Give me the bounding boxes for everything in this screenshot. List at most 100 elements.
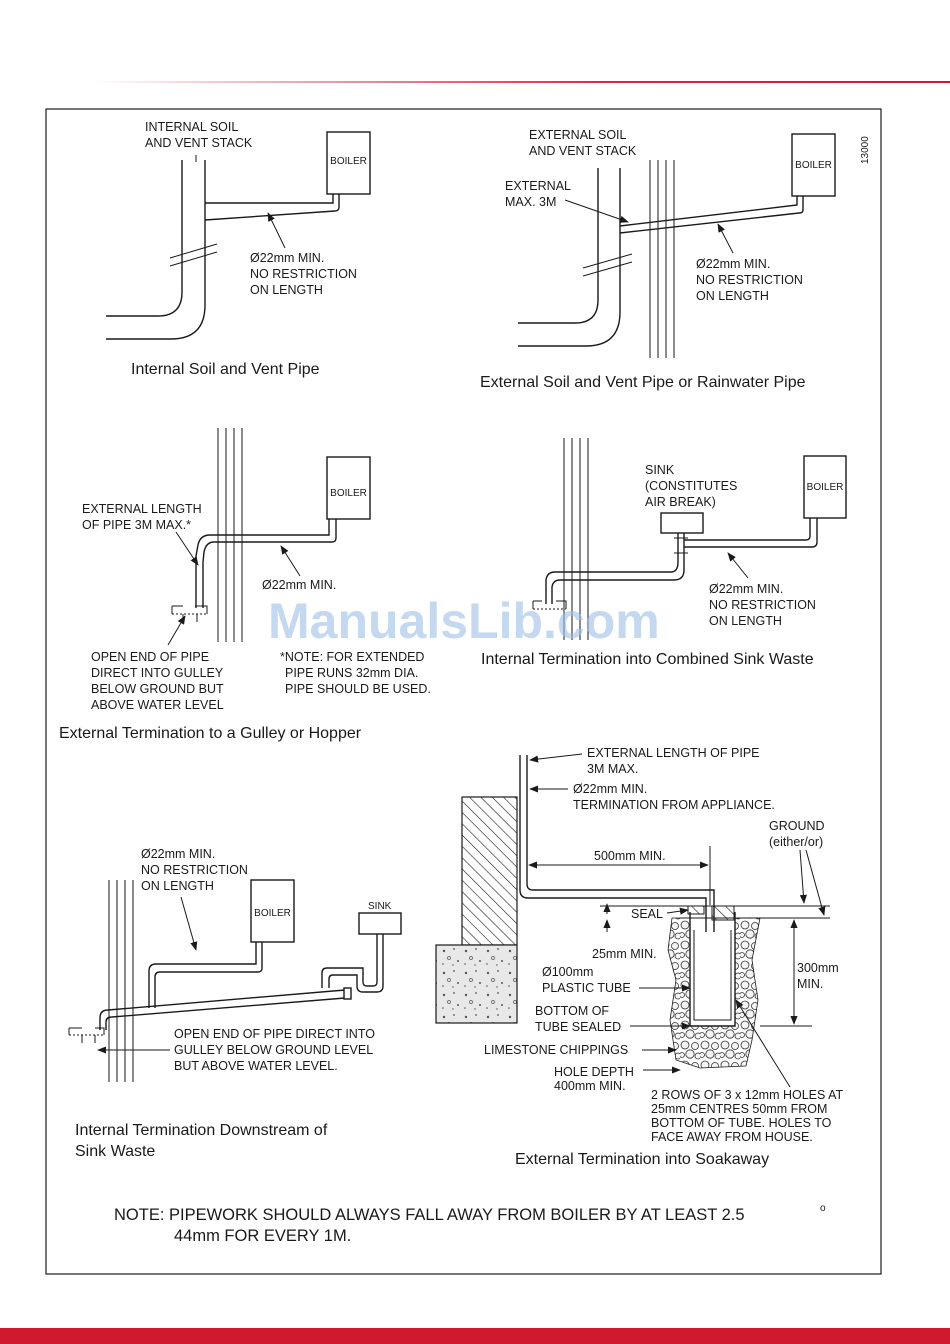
waste-pipe	[551, 533, 685, 604]
boiler-box	[803, 455, 847, 519]
house-wall	[461, 796, 518, 946]
break-mark	[169, 251, 218, 267]
panel-caption: Internal Termination Downstream of Sink …	[75, 1122, 332, 1160]
pipe-label: Ø22mm MIN.	[262, 578, 336, 592]
panel-caption: External Termination to a Gulley or Hopp…	[59, 725, 362, 742]
condensate-pipe	[148, 942, 257, 1008]
panel-caption: External Termination into Soakaway	[515, 1151, 769, 1168]
seal	[687, 905, 705, 915]
pipe-arrow	[727, 552, 749, 579]
waste-pipe	[105, 997, 346, 1030]
stack-label: INTERNAL SOIL AND VENT STACK	[145, 120, 253, 150]
pipe-label: Ø22mm MIN. NO RESTRICTION ON LENGTH	[709, 582, 819, 628]
holes-arrow	[735, 999, 791, 1088]
min25-label: 25mm MIN.	[592, 947, 657, 961]
ext-length-label: EXTERNAL LENGTH OF PIPE 3M MAX.*	[82, 502, 205, 532]
note-degree: o	[820, 1203, 826, 1214]
bottom-label: BOTTOM OF TUBE SEALED	[535, 1004, 621, 1034]
seal-arrow	[666, 907, 689, 915]
open-end-label: OPEN END OF PIPE DIRECT INTO GULLEY BELO…	[91, 650, 227, 712]
ground-arrow	[805, 849, 826, 916]
sink-label: SINK (CONSTITUTES AIR BREAK)	[645, 463, 741, 509]
depth-label: HOLE DEPTH 400mm MIN.	[554, 1065, 637, 1093]
boiler-box	[326, 131, 371, 195]
ground-label: GROUND (either/or)	[769, 819, 828, 849]
pipe-label: Ø22mm MIN. NO RESTRICTION ON LENGTH	[696, 257, 806, 303]
note-line1: NOTE: PIPEWORK SHOULD ALWAYS FALL AWAY F…	[114, 1206, 745, 1224]
holes-label: 2 ROWS OF 3 x 12mm HOLES AT 25mm CENTRES…	[651, 1088, 846, 1144]
panel-caption: Internal Termination into Combined Sink …	[481, 651, 814, 668]
pipe-label: Ø22mm MIN. NO RESTRICTION ON LENGTH	[250, 251, 360, 297]
limestone-chippings	[667, 917, 761, 1069]
soil-stack-inner	[106, 160, 183, 317]
footer-bar	[0, 1328, 950, 1344]
pipe-cap	[343, 987, 352, 1000]
boiler-box	[326, 456, 371, 520]
plastic-tube	[689, 912, 736, 1027]
condensate-pipe	[684, 518, 811, 541]
pipe-arrow	[267, 212, 286, 249]
diagram-ref: 13000	[860, 136, 871, 164]
seal-label: SEAL	[631, 907, 663, 921]
stack-label: EXTERNAL SOIL AND VENT STACK	[529, 128, 637, 158]
boiler-box	[250, 879, 295, 943]
soil-stack-inner	[518, 168, 599, 324]
boiler-label: BOILER	[795, 160, 832, 171]
condensate-pipe	[205, 194, 334, 204]
waste-pipe	[545, 533, 679, 604]
condensate-pipe	[204, 194, 340, 221]
ground-arrow	[799, 849, 807, 904]
pipe-arrow	[717, 223, 734, 254]
panel-internal-sink-waste: BOILER SINK (CONSTITUTES AIR BREAK) Ø22m…	[481, 438, 847, 668]
condensate-pipe	[619, 196, 798, 227]
waste-pipe	[321, 934, 378, 988]
condensate-pipe	[684, 518, 818, 548]
external-label: EXTERNAL MAX. 3M	[505, 179, 574, 209]
open-end-label: OPEN END OF PIPE DIRECT INTO GULLEY BELO…	[174, 1027, 378, 1073]
panel-downstream-sink-waste: BOILER SINK Ø22mm MIN. NO RESTRICTION ON…	[68, 847, 402, 1160]
limestone-label: LIMESTONE CHIPPINGS	[484, 1043, 628, 1057]
diagram-frame	[45, 108, 882, 1275]
depth300-label: 300mm MIN.	[797, 961, 842, 991]
ext-length-label: EXTERNAL LENGTH OF PIPE 3M MAX.	[587, 746, 763, 776]
boiler-label: BOILER	[330, 156, 367, 167]
open-end-arrow	[167, 615, 186, 646]
panel-external-soil-vent: BOILER EXTERNAL SOIL AND VENT STACK EXTE…	[480, 128, 836, 391]
sink-box	[358, 912, 402, 935]
condensate-pipe	[202, 519, 337, 608]
pipe-label: Ø22mm MIN. NO RESTRICTION ON LENGTH	[141, 847, 251, 893]
gulley	[68, 1027, 105, 1035]
drain-pipe	[519, 755, 707, 932]
external-arrow	[564, 199, 629, 223]
panel-caption: Internal Soil and Vent Pipe	[131, 361, 320, 378]
pipe-arrow	[180, 896, 198, 951]
soil-stack-outer	[106, 160, 206, 340]
sink-label: SINK	[368, 901, 392, 912]
condensate-pipe	[154, 942, 263, 1008]
dist-label: 500mm MIN.	[594, 849, 666, 863]
gulley	[171, 605, 208, 614]
boiler-box	[791, 133, 836, 197]
condensate-pipe	[195, 519, 330, 608]
pipe-arrow	[280, 545, 301, 577]
sink-box	[660, 512, 704, 534]
drain-pipe	[526, 755, 715, 932]
watermark: ManualsLib.com	[268, 593, 660, 649]
panel-caption: External Soil and Vent Pipe or Rainwater…	[480, 374, 806, 391]
note-label: *NOTE: FOR EXTENDED PIPE RUNS 32mm DIA. …	[280, 650, 431, 696]
ext-length-arrow	[529, 753, 583, 763]
break-mark	[169, 243, 218, 259]
condensate-pipe	[619, 196, 804, 234]
pipework-note: NOTE: PIPEWORK SHOULD ALWAYS FALL AWAY F…	[114, 1203, 826, 1245]
plastic-tube-inner	[693, 930, 732, 1021]
ext-length-arrow	[175, 531, 199, 566]
boiler-label: BOILER	[330, 488, 367, 499]
waste-pipe	[99, 989, 346, 1030]
boiler-label: BOILER	[254, 908, 291, 919]
soil-stack-outer	[518, 168, 621, 347]
waste-pipe	[328, 934, 384, 993]
note-line2: 44mm FOR EVERY 1M.	[174, 1227, 351, 1245]
header-rule	[95, 81, 950, 83]
tube-label: Ø100mm PLASTIC TUBE	[542, 965, 631, 995]
